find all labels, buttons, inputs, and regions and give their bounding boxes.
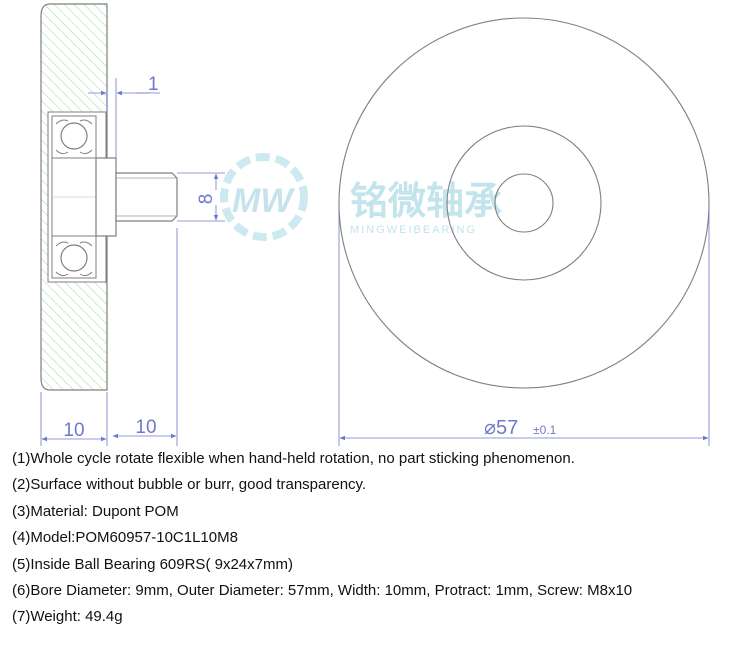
outer-diameter-dimension: ⌀57 ±0.1: [338, 203, 710, 446]
watermark-logo: MW 铭微轴承 MINGWEIBEARING: [220, 153, 502, 241]
logo-mw-mark: MW: [232, 182, 295, 220]
dim-width: 10: [63, 420, 84, 441]
dim-protrude: 1: [148, 74, 159, 95]
dim-tolerance: ±0.1: [533, 423, 557, 437]
screw-shaft: [115, 172, 178, 222]
boss: [95, 157, 117, 237]
ball-upper: [60, 122, 88, 150]
spec-item: (4)Model:POM60957-10C1L10M8: [12, 529, 238, 547]
side-dimensions: 1 8 10 10: [40, 74, 225, 446]
watermark-en: MINGWEIBEARING: [350, 224, 477, 236]
bearing-lower: [51, 235, 97, 279]
technical-drawing: 1 8 10 10 MW 铭微轴承 MINGWEIBEARING: [40, 3, 710, 446]
spec-item: (7)Weight: 49.4g: [12, 608, 123, 626]
spec-item: (3)Material: Dupont POM: [12, 502, 179, 520]
spec-item: (1)Whole cycle rotate flexible when hand…: [12, 450, 575, 467]
spec-item: (5)Inside Ball Bearing 609RS( 9x24x7mm): [12, 555, 293, 573]
dim-screw-length: 10: [135, 417, 156, 438]
middle-circle: [446, 125, 602, 281]
bearing-logo-icon: [220, 153, 308, 241]
dim-screw-diameter: 8: [196, 194, 217, 205]
side-section-view: [40, 3, 178, 391]
ball-lower: [60, 244, 88, 272]
dim-outer-diameter: ⌀57: [484, 417, 518, 439]
specification-list: (1)Whole cycle rotate flexible when hand…: [12, 446, 737, 631]
spec-item: (6)Bore Diameter: 9mm, Outer Diameter: 5…: [12, 581, 633, 599]
watermark-cn: 铭微轴承: [350, 179, 502, 223]
bore-circle: [494, 173, 554, 233]
spec-item: (2)Surface without bubble or burr, good …: [12, 476, 367, 494]
